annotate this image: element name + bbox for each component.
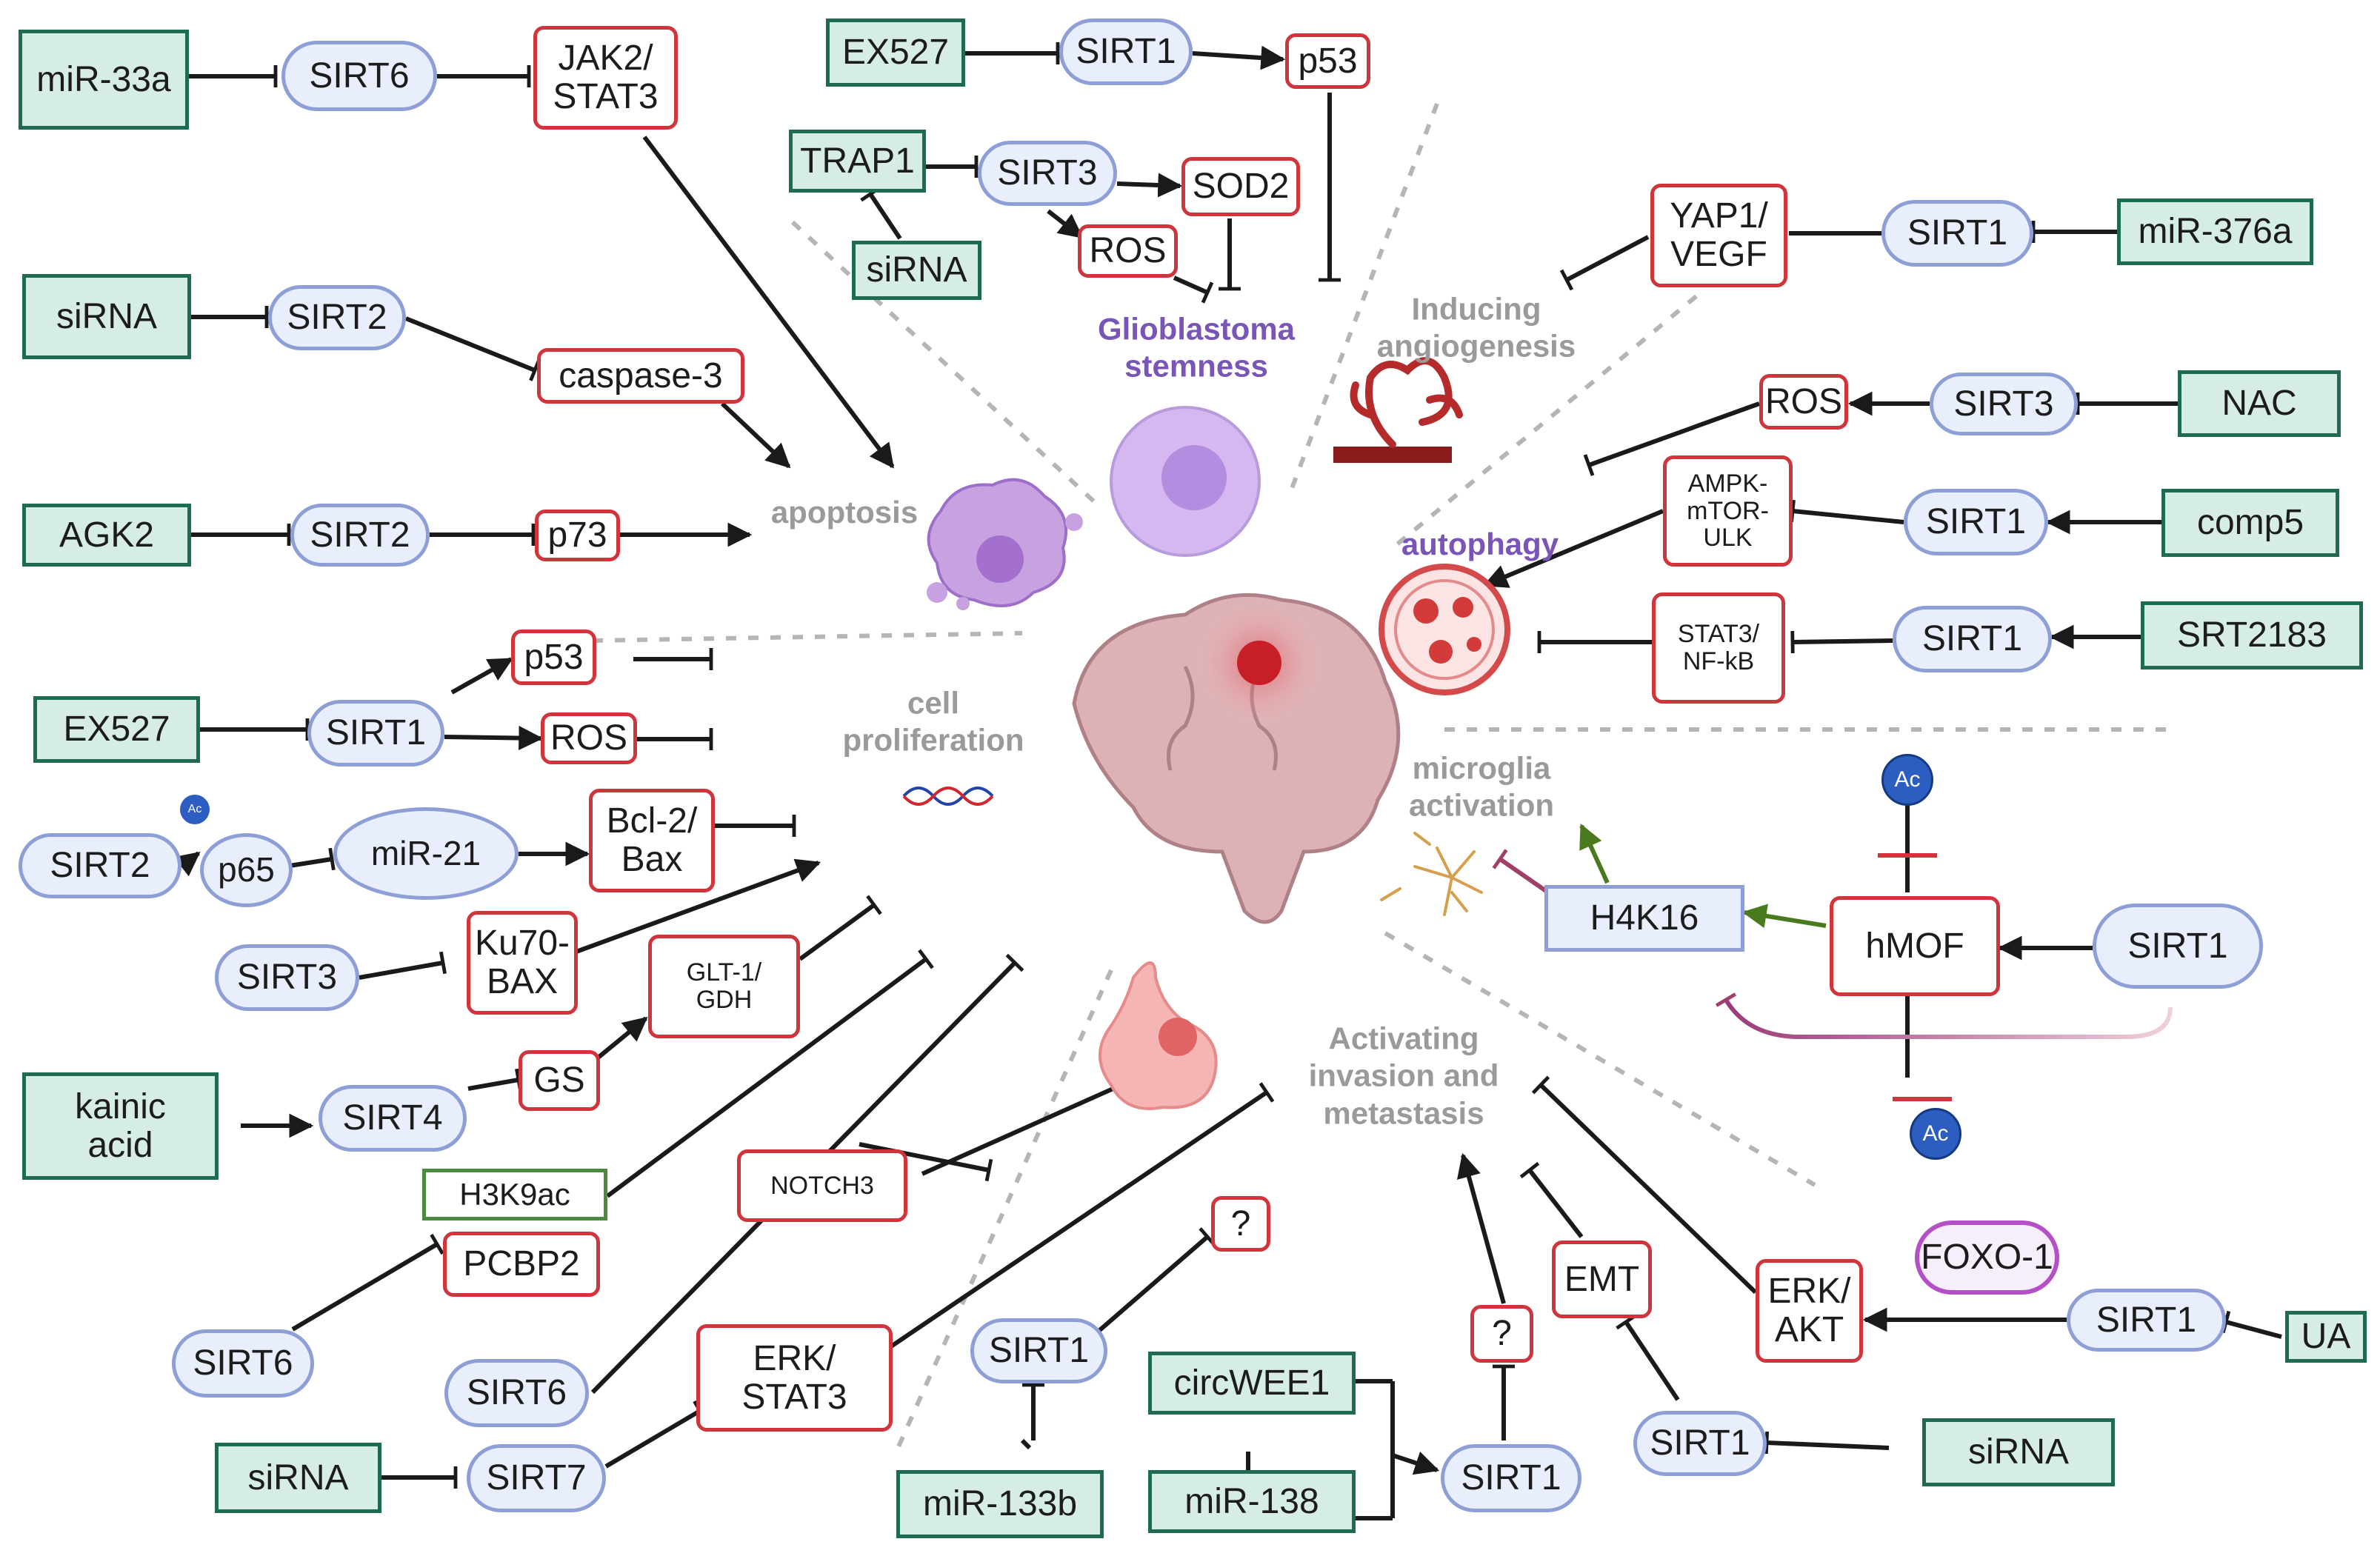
node-trap1: TRAP1 (789, 130, 926, 193)
node-pcbp2: PCBP2 (443, 1232, 600, 1297)
node-ampk-mtor-ulk: AMPK- mTOR- ULK (1663, 455, 1793, 567)
node-h4k16: H4K16 (1544, 885, 1744, 952)
node-hmof: hMOF (1830, 896, 2000, 996)
node-sirt1-emt: SIRT1 (1633, 1411, 1767, 1476)
node-jak2-stat3: JAK2/ STAT3 (533, 26, 678, 130)
acetyl-tag-small: Ac (180, 795, 210, 824)
node-sirna-emt: siRNA (1922, 1418, 2115, 1486)
node-caspase-3: caspase-3 (537, 348, 744, 404)
node-notch3: NOTCH3 (737, 1149, 907, 1222)
node-kainic-acid: kainic acid (22, 1072, 219, 1180)
node-mir-21: miR-21 (333, 807, 519, 900)
node-sirt6-top: SIRT6 (281, 41, 437, 111)
node-ros-top: ROS (1078, 224, 1178, 278)
node-mir-33a: miR-33a (19, 30, 189, 130)
node-sirt1-top: SIRT1 (1059, 19, 1193, 85)
node-sirt1-srt2183: SIRT1 (1893, 606, 2052, 672)
node-yap1-vegf: YAP1/ VEGF (1650, 184, 1787, 287)
apoptotic-cell-illustration (927, 478, 1083, 610)
node-ex527-top: EX527 (826, 19, 965, 87)
node-foxo-1: FOXO-1 (1915, 1221, 2059, 1295)
label-inducing-angiogenesis: Inducing angiogenesis (1376, 291, 1576, 364)
node-sirt1-ua: SIRT1 (2067, 1289, 2226, 1352)
node-sirna-apoptosis: siRNA (22, 274, 191, 359)
node-unknown-2: ? (1470, 1305, 1533, 1363)
node-p53-prolif: p53 (511, 630, 596, 685)
node-mir-376a: miR-376a (2117, 198, 2313, 265)
node-sirt6-pcbp2: SIRT6 (172, 1329, 314, 1398)
dna-helix-icon (902, 787, 994, 806)
stem-cell-illustration (1110, 406, 1261, 557)
label-microglia-activation: microglia activation (1408, 750, 1555, 823)
node-sirt1-mir133b: SIRT1 (970, 1318, 1107, 1383)
node-emt: EMT (1552, 1241, 1652, 1318)
node-ua: UA (2285, 1311, 2367, 1363)
node-bcl2-bax: Bcl-2/ Bax (589, 789, 715, 892)
node-ex527-prolif: EX527 (33, 696, 200, 763)
autophagosome-illustration (1379, 564, 1510, 695)
label-invasion-metastasis: Activating invasion and metastasis (1308, 1021, 1499, 1131)
connectors (173, 42, 2282, 1520)
node-ku70-bax: Ku70- BAX (467, 911, 578, 1015)
node-sirt2-p65: SIRT2 (19, 833, 181, 898)
node-sirt1-hmof: SIRT1 (2093, 904, 2263, 989)
node-sirt1-prolif: SIRT1 (307, 700, 444, 767)
brain-illustration (1072, 592, 1401, 924)
node-sirt7: SIRT7 (467, 1444, 606, 1512)
node-sirt2-apoptosis: SIRT2 (268, 285, 406, 350)
node-h3k9ac: H3K9ac (422, 1169, 607, 1221)
acetyl-tag-top: Ac (1881, 754, 1933, 806)
label-autophagy: autophagy (1401, 526, 1559, 561)
invading-cell-illustration (1099, 961, 1218, 1110)
node-mir-138: miR-138 (1148, 1470, 1356, 1533)
node-circwee1: circWEE1 (1148, 1352, 1356, 1415)
node-sirt2-agk2: SIRT2 (290, 504, 430, 567)
node-erk-stat3: ERK/ STAT3 (696, 1324, 893, 1432)
node-ros-prolif: ROS (541, 712, 637, 764)
node-p53-top: p53 (1285, 33, 1370, 89)
node-sirt3-nac: SIRT3 (1930, 373, 2078, 435)
microglia-illustration (1380, 832, 1483, 916)
node-sirt6-notch3: SIRT6 (444, 1359, 589, 1427)
node-erk-akt: ERK/ AKT (1756, 1259, 1863, 1363)
node-gs: GS (519, 1050, 600, 1111)
node-glt1-gdh: GLT-1/ GDH (648, 935, 800, 1038)
node-p65: p65 (200, 833, 293, 907)
node-p73: p73 (535, 510, 620, 561)
label-cell-proliferation: cell proliferation (842, 685, 1024, 758)
node-mir-133b: miR-133b (896, 1470, 1104, 1538)
node-sirt3-trap1: SIRT3 (978, 141, 1117, 206)
acetyl-tag-bottom: Ac (1910, 1108, 1961, 1160)
node-ros-nac: ROS (1759, 374, 1848, 430)
node-sirt1-comp5: SIRT1 (1904, 489, 2048, 555)
node-agk2: AGK2 (22, 504, 191, 567)
node-nac: NAC (2178, 370, 2341, 437)
node-unknown-1: ? (1211, 1196, 1270, 1252)
node-sirna-sirt7: siRNA (215, 1443, 381, 1513)
blood-vessel-illustration (1333, 357, 1463, 463)
node-sirt1-circwee1: SIRT1 (1441, 1444, 1581, 1512)
node-stat3-nfkb: STAT3/ NF-kB (1652, 592, 1785, 704)
ac-inhibition-bars (1878, 853, 1952, 1101)
label-apoptosis: apoptosis (770, 494, 919, 530)
node-srt2183: SRT2183 (2141, 601, 2363, 670)
node-sirna-trap1: siRNA (852, 241, 981, 300)
node-sirt4: SIRT4 (319, 1085, 467, 1152)
node-sirt1-yap: SIRT1 (1881, 200, 2033, 267)
section-dividers (592, 102, 2170, 1453)
node-sod2: SOD2 (1181, 157, 1300, 216)
node-comp5: comp5 (2161, 489, 2339, 557)
node-sirt3-ku70: SIRT3 (215, 944, 359, 1011)
label-glioblastoma-stemness: Glioblastoma stemness (1097, 311, 1296, 384)
